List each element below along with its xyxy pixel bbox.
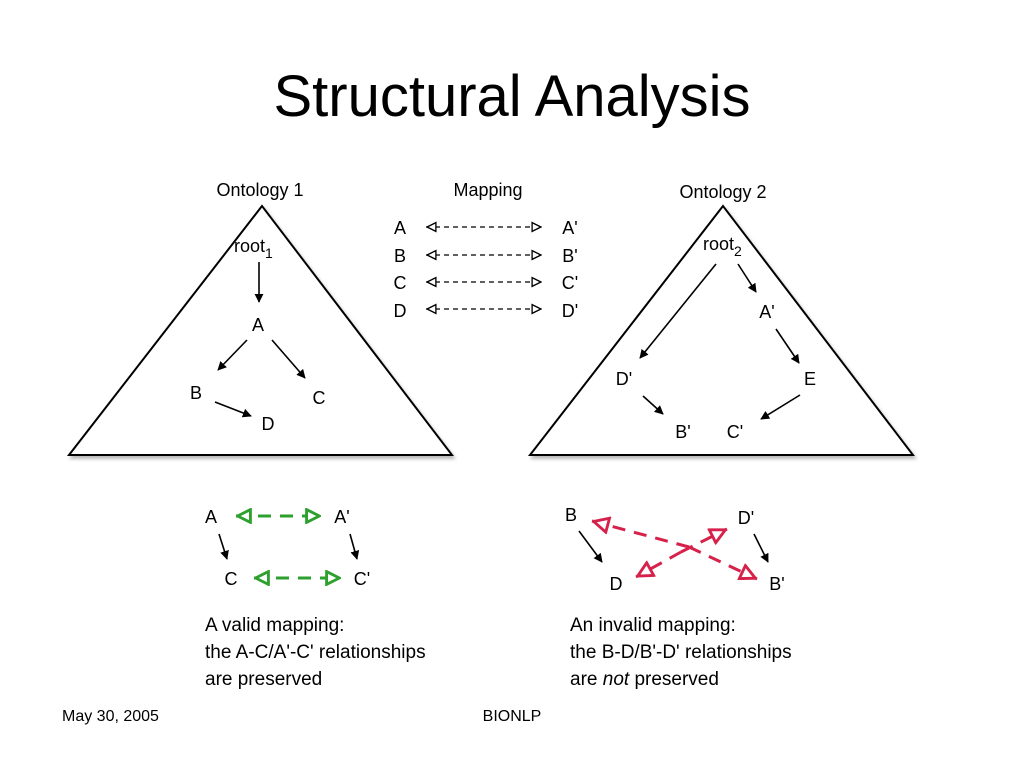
mapping-heading: Mapping xyxy=(453,180,522,200)
mapping-row-right: B' xyxy=(562,246,577,266)
arrow-root2-a2 xyxy=(737,263,757,293)
arrow-a2-e xyxy=(775,328,800,364)
ontology1-root: root1 xyxy=(234,236,273,261)
mapping-row-left: B xyxy=(394,246,406,266)
ontology2-node-c: C' xyxy=(727,422,743,442)
valid-caption-line3: are preserved xyxy=(205,669,322,690)
ontology2-heading: Ontology 2 xyxy=(679,182,766,202)
invalid-caption-pre: are xyxy=(570,669,603,690)
mapping-row-right: A' xyxy=(562,218,577,238)
ontology2-root: root2 xyxy=(703,234,742,259)
arrow-a-c xyxy=(271,339,306,379)
ontology1-node-c: C xyxy=(313,388,326,408)
ontology1-heading: Ontology 1 xyxy=(216,180,303,200)
invalid-mapping-arrow-d-down xyxy=(636,550,682,579)
invalid-mapping-arrow-b-left xyxy=(592,521,690,549)
ontology1-node-d: D xyxy=(262,414,275,434)
mapping-row-right: C' xyxy=(562,273,578,293)
invalid-node-b-prime: B' xyxy=(769,574,784,594)
ontology1-root-subscript: 1 xyxy=(265,245,273,261)
mapping-row: D D' xyxy=(394,301,579,321)
arrow-e-c2 xyxy=(760,394,801,420)
ontology2-node-b: B' xyxy=(675,422,690,442)
invalid-mapping-arrow-b-right xyxy=(688,545,757,581)
slide-title: Structural Analysis xyxy=(273,64,751,129)
mapping-row-left: D xyxy=(394,301,407,321)
valid-caption-line1: A valid mapping: xyxy=(205,615,344,636)
invalid-caption-line1: An invalid mapping: xyxy=(570,615,736,636)
ontology1-node-a: A xyxy=(252,315,264,335)
ontology1-root-text: root xyxy=(234,236,265,256)
valid-arrow-a-c xyxy=(218,533,229,560)
mapping-row-left: C xyxy=(394,273,407,293)
invalid-mapping-example: B D' D B' An invalid mapping: the B-D/B'… xyxy=(565,505,792,690)
ontology1-panel: Ontology 1 root1 A B C D xyxy=(66,180,455,456)
mapping-row-right: D' xyxy=(562,301,578,321)
invalid-caption-post: preserved xyxy=(629,669,719,690)
ontology2-root-subscript: 2 xyxy=(734,243,742,259)
invalid-mapping-arrow-d-up xyxy=(680,527,727,554)
invalid-node-d: D xyxy=(610,574,623,594)
invalid-arrow-d2-b2 xyxy=(753,533,769,563)
invalid-caption-line2: the B-D/B'-D' relationships xyxy=(570,642,792,663)
arrow-a-b xyxy=(217,339,248,371)
ontology2-panel: Ontology 2 root2 A' D' E B' C' xyxy=(527,182,916,456)
invalid-node-d-prime: D' xyxy=(738,508,754,528)
invalid-arrow-b-d xyxy=(578,530,603,563)
ontology1-node-b: B xyxy=(190,383,202,403)
valid-node-c-prime: C' xyxy=(354,569,370,589)
mapping-panel: Mapping A A' B B' C C' D D' xyxy=(394,180,579,321)
arrow-b-d xyxy=(214,401,252,418)
mapping-row-left: A xyxy=(394,218,406,238)
ontology2-triangle xyxy=(527,204,916,456)
valid-arrow-a2-c2 xyxy=(349,533,360,560)
valid-node-a-prime: A' xyxy=(334,507,349,527)
footer-title: BIONLP xyxy=(482,708,542,725)
invalid-node-b: B xyxy=(565,505,577,525)
mapping-row: C C' xyxy=(394,273,579,293)
invalid-caption-emphasis: not xyxy=(603,669,630,690)
invalid-caption-line3: are not preserved xyxy=(570,669,719,690)
valid-mapping-example: A A' C C' A valid mapping: the A-C/A'-C'… xyxy=(205,507,426,690)
valid-node-c: C xyxy=(225,569,238,589)
mapping-row: B B' xyxy=(394,246,578,266)
ontology2-node-d: D' xyxy=(616,369,632,389)
valid-node-a: A xyxy=(205,507,217,527)
arrow-d2-b2 xyxy=(642,395,664,415)
valid-caption-line2: the A-C/A'-C' relationships xyxy=(205,642,426,663)
ontology2-root-text: root xyxy=(703,234,734,254)
ontology1-triangle xyxy=(66,204,455,456)
ontology2-node-e: E xyxy=(804,369,816,389)
arrow-root2-d2 xyxy=(639,263,717,359)
ontology2-node-a: A' xyxy=(759,302,774,322)
mapping-row: A A' xyxy=(394,218,578,238)
footer-date: May 30, 2005 xyxy=(62,708,159,725)
